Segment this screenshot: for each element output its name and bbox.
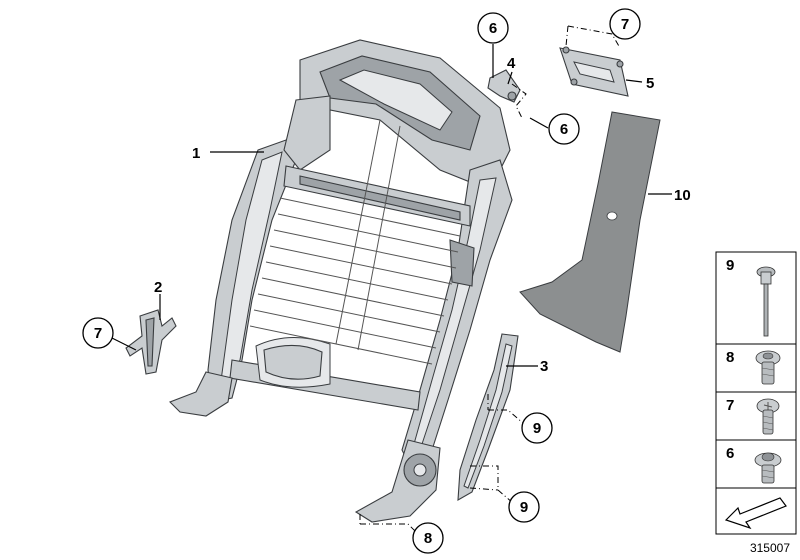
callout-label: 5 — [646, 75, 654, 92]
torx-screw-icon — [756, 398, 780, 435]
reference-number: 315007 — [750, 541, 790, 555]
callout-label: 9 — [520, 499, 528, 516]
callout-6-right: 6 — [548, 113, 580, 145]
callout-label: 10 — [674, 187, 691, 204]
callout-label: 9 — [533, 420, 541, 437]
legend-label: 8 — [726, 349, 734, 366]
callout-9-lower: 9 — [508, 491, 540, 523]
small-bracket — [487, 69, 521, 103]
callout-5: 5 — [646, 75, 654, 92]
callout-label: 8 — [424, 530, 432, 547]
callout-label: 6 — [560, 121, 568, 138]
callout-label: 1 — [192, 145, 200, 162]
collar-screw-icon — [755, 350, 781, 385]
leader-lines — [111, 25, 672, 535]
callout-label: 7 — [94, 325, 102, 342]
callout-8: 8 — [412, 522, 444, 554]
callout-10: 10 — [674, 187, 691, 204]
callout-label: 3 — [540, 358, 548, 375]
mounting-bracket — [125, 309, 177, 375]
legend-label: 7 — [726, 397, 734, 414]
callout-2: 2 — [154, 279, 162, 296]
callout-4: 4 — [507, 55, 516, 72]
callout-9-upper: 9 — [521, 412, 553, 444]
seat-backrest-frame — [169, 39, 513, 523]
backrest-panel — [519, 111, 661, 353]
callout-label: 6 — [489, 20, 497, 37]
side-trim-panel — [457, 333, 519, 501]
callout-3: 3 — [540, 358, 548, 375]
callout-6-top: 6 — [477, 12, 509, 44]
mounting-plate — [559, 46, 629, 97]
callout-7-left: 7 — [82, 317, 114, 349]
rivet-icon — [756, 266, 776, 337]
flange-screw-icon — [754, 452, 782, 484]
callout-1: 1 — [192, 145, 200, 162]
callout-label: 7 — [621, 16, 629, 33]
fastener-legend: 9 8 7 6 — [715, 251, 797, 535]
legend-label: 9 — [726, 257, 734, 274]
callout-label: 2 — [154, 279, 162, 296]
legend-label: 6 — [726, 445, 734, 462]
arrow-icon — [724, 497, 787, 530]
suspension-wires — [249, 119, 461, 365]
callout-label: 4 — [507, 55, 516, 72]
callout-7-right: 7 — [609, 8, 641, 40]
